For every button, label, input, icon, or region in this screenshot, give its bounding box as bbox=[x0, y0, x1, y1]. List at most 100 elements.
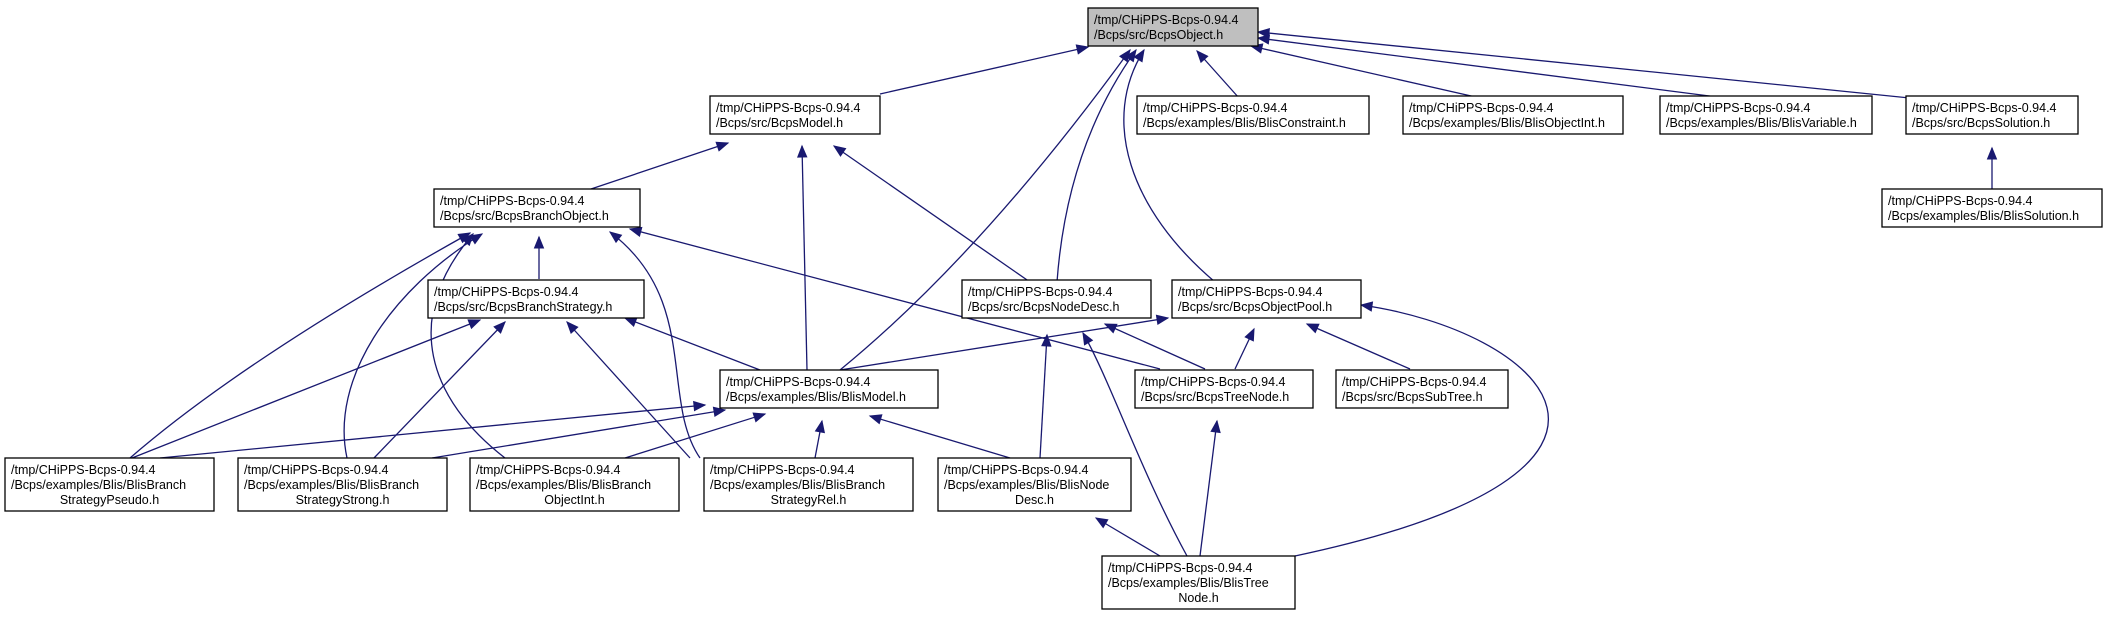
node-label-line: /Bcps/src/BcpsBranchStrategy.h bbox=[434, 300, 612, 314]
edge-solution-to-obj bbox=[1257, 31, 1911, 99]
node-bcps-solution: /tmp/CHiPPS-Bcps-0.94.4/Bcps/src/BcpsSol… bbox=[1905, 95, 2079, 135]
arrowhead bbox=[832, 145, 847, 157]
node-box bbox=[961, 279, 1152, 319]
node-label-line: /tmp/CHiPPS-Bcps-0.94.4 bbox=[726, 375, 871, 389]
edge-treenode-to-branchobj bbox=[629, 228, 1161, 370]
node-box bbox=[709, 95, 881, 135]
arrowhead bbox=[752, 412, 767, 423]
arrowhead bbox=[693, 400, 707, 412]
node-box bbox=[433, 188, 641, 228]
node-box bbox=[4, 457, 215, 512]
node-label-line: /Bcps/src/BcpsTreeNode.h bbox=[1141, 390, 1289, 404]
node-blis-constraint: /tmp/CHiPPS-Bcps-0.94.4/Bcps/examples/Bl… bbox=[1136, 95, 1370, 135]
node-box bbox=[427, 279, 645, 319]
node-bcps-sub-tree: /tmp/CHiPPS-Bcps-0.94.4/Bcps/src/BcpsSub… bbox=[1335, 369, 1509, 409]
arrowhead bbox=[493, 321, 506, 334]
arrowhead bbox=[712, 406, 727, 418]
node-label-line: /Bcps/examples/Blis/BlisTree bbox=[1108, 576, 1269, 590]
node-label-line: /Bcps/src/BcpsObject.h bbox=[1094, 28, 1223, 42]
arrowhead bbox=[1210, 419, 1221, 434]
node-bcps-object: /tmp/CHiPPS-Bcps-0.94.4/Bcps/src/BcpsObj… bbox=[1087, 7, 1259, 47]
arrowhead bbox=[1256, 34, 1271, 45]
edge-blismodel-to-objpool bbox=[839, 317, 1169, 371]
node-label-line: /Bcps/examples/Blis/BlisSolution.h bbox=[1888, 209, 2079, 223]
edge-nodedesc-to-obj bbox=[1056, 49, 1137, 283]
edge-blismodel-to-obj bbox=[839, 49, 1131, 371]
edge-bstrong-to-branchobj bbox=[343, 233, 483, 459]
node-label-line: StrategyStrong.h bbox=[296, 493, 390, 507]
arrowhead bbox=[797, 144, 808, 158]
node-label-line: /Bcps/src/BcpsModel.h bbox=[716, 116, 843, 130]
edge-bpseudo-to-blismodel bbox=[159, 404, 706, 459]
node-box bbox=[1087, 7, 1259, 47]
node-label-line: /tmp/CHiPPS-Bcps-0.94.4 bbox=[1342, 375, 1487, 389]
edge-bstrong-to-blismodel bbox=[431, 409, 726, 459]
node-label-line: /tmp/CHiPPS-Bcps-0.94.4 bbox=[716, 101, 861, 115]
node-label-line: ObjectInt.h bbox=[544, 493, 604, 507]
node-label-line: /tmp/CHiPPS-Bcps-0.94.4 bbox=[1409, 101, 1554, 115]
node-label-line: StrategyPseudo.h bbox=[60, 493, 159, 507]
arrowhead bbox=[1075, 44, 1090, 55]
arrowhead bbox=[1986, 146, 1998, 160]
node-label-line: Node.h bbox=[1178, 591, 1218, 605]
edge-treenode-to-nodedesc bbox=[1104, 323, 1206, 370]
node-label-line: /tmp/CHiPPS-Bcps-0.94.4 bbox=[1108, 561, 1253, 575]
arrowhead bbox=[566, 321, 579, 335]
node-label-line: Desc.h bbox=[1015, 493, 1054, 507]
edge-bnodedesc-to-nodedesc bbox=[1039, 334, 1048, 459]
arrowhead bbox=[1359, 301, 1374, 312]
edge-brel-to-branchobj bbox=[609, 231, 701, 459]
node-label-line: /tmp/CHiPPS-Bcps-0.94.4 bbox=[244, 463, 389, 477]
arrowhead bbox=[868, 414, 883, 425]
node-label-line: /Bcps/src/BcpsNodeDesc.h bbox=[968, 300, 1119, 314]
arrowhead bbox=[608, 231, 623, 244]
node-label-line: /tmp/CHiPPS-Bcps-0.94.4 bbox=[1141, 375, 1286, 389]
node-box bbox=[719, 369, 939, 409]
arrowhead bbox=[461, 232, 474, 247]
arrowhead bbox=[1256, 27, 1270, 39]
node-blis-solution: /tmp/CHiPPS-Bcps-0.94.4/Bcps/examples/Bl… bbox=[1881, 188, 2103, 228]
arrowhead bbox=[1041, 333, 1052, 347]
node-box bbox=[1171, 279, 1362, 319]
node-label-line: /Bcps/src/BcpsBranchObject.h bbox=[440, 209, 609, 223]
edge-btreenode-to-nodedesc bbox=[1082, 332, 1188, 557]
node-box bbox=[1134, 369, 1314, 409]
node-label-line: /tmp/CHiPPS-Bcps-0.94.4 bbox=[440, 194, 585, 208]
diagram-nodes: /tmp/CHiPPS-Bcps-0.94.4/Bcps/src/BcpsObj… bbox=[4, 7, 2103, 610]
arrowhead bbox=[1082, 331, 1094, 346]
edge-bbranchobjint-to-branchobj bbox=[430, 233, 506, 459]
node-blis-branch-strategy-pseudo: /tmp/CHiPPS-Bcps-0.94.4/Bcps/examples/Bl… bbox=[4, 457, 215, 512]
node-box bbox=[469, 457, 680, 512]
node-label-line: /tmp/CHiPPS-Bcps-0.94.4 bbox=[476, 463, 621, 477]
node-box bbox=[1659, 95, 1873, 135]
edge-nodedesc-to-model bbox=[833, 145, 1031, 283]
node-blis-object-int: /tmp/CHiPPS-Bcps-0.94.4/Bcps/examples/Bl… bbox=[1402, 95, 1624, 135]
node-label-line: /Bcps/examples/Blis/BlisNode bbox=[944, 478, 1109, 492]
edge-bbranchobjint-to-blismodel bbox=[624, 413, 766, 459]
edge-branchobj-to-model bbox=[590, 142, 729, 190]
arrowhead bbox=[467, 319, 482, 330]
node-label-line: /tmp/CHiPPS-Bcps-0.94.4 bbox=[1143, 101, 1288, 115]
arrowhead bbox=[1155, 314, 1170, 325]
node-label-line: /Bcps/examples/Blis/BlisBranch bbox=[244, 478, 419, 492]
node-label-line: /Bcps/examples/Blis/BlisConstraint.h bbox=[1143, 116, 1346, 130]
node-label-line: /tmp/CHiPPS-Bcps-0.94.4 bbox=[1666, 101, 1811, 115]
node-box bbox=[703, 457, 914, 512]
node-blis-model: /tmp/CHiPPS-Bcps-0.94.4/Bcps/examples/Bl… bbox=[719, 369, 939, 409]
node-bcps-branch-object: /tmp/CHiPPS-Bcps-0.94.4/Bcps/src/BcpsBra… bbox=[433, 188, 641, 228]
node-label-line: /Bcps/examples/Blis/BlisVariable.h bbox=[1666, 116, 1857, 130]
node-blis-branch-object-int: /tmp/CHiPPS-Bcps-0.94.4/Bcps/examples/Bl… bbox=[469, 457, 680, 512]
arrowhead bbox=[1244, 327, 1255, 342]
node-label-line: /Bcps/examples/Blis/BlisBranch bbox=[11, 478, 186, 492]
node-bcps-model: /tmp/CHiPPS-Bcps-0.94.4/Bcps/src/BcpsMod… bbox=[709, 95, 881, 135]
node-box bbox=[1905, 95, 2079, 135]
arrowhead bbox=[533, 235, 545, 249]
edge-objpool-to-obj bbox=[1123, 49, 1216, 283]
node-label-line: /tmp/CHiPPS-Bcps-0.94.4 bbox=[710, 463, 855, 477]
node-label-line: /Bcps/examples/Blis/BlisBranch bbox=[476, 478, 651, 492]
edge-subtree-to-objpool bbox=[1306, 323, 1411, 370]
node-label-line: StrategyRel.h bbox=[771, 493, 847, 507]
node-box bbox=[237, 457, 448, 512]
edge-btreenode-to-objpool bbox=[1294, 304, 1549, 557]
